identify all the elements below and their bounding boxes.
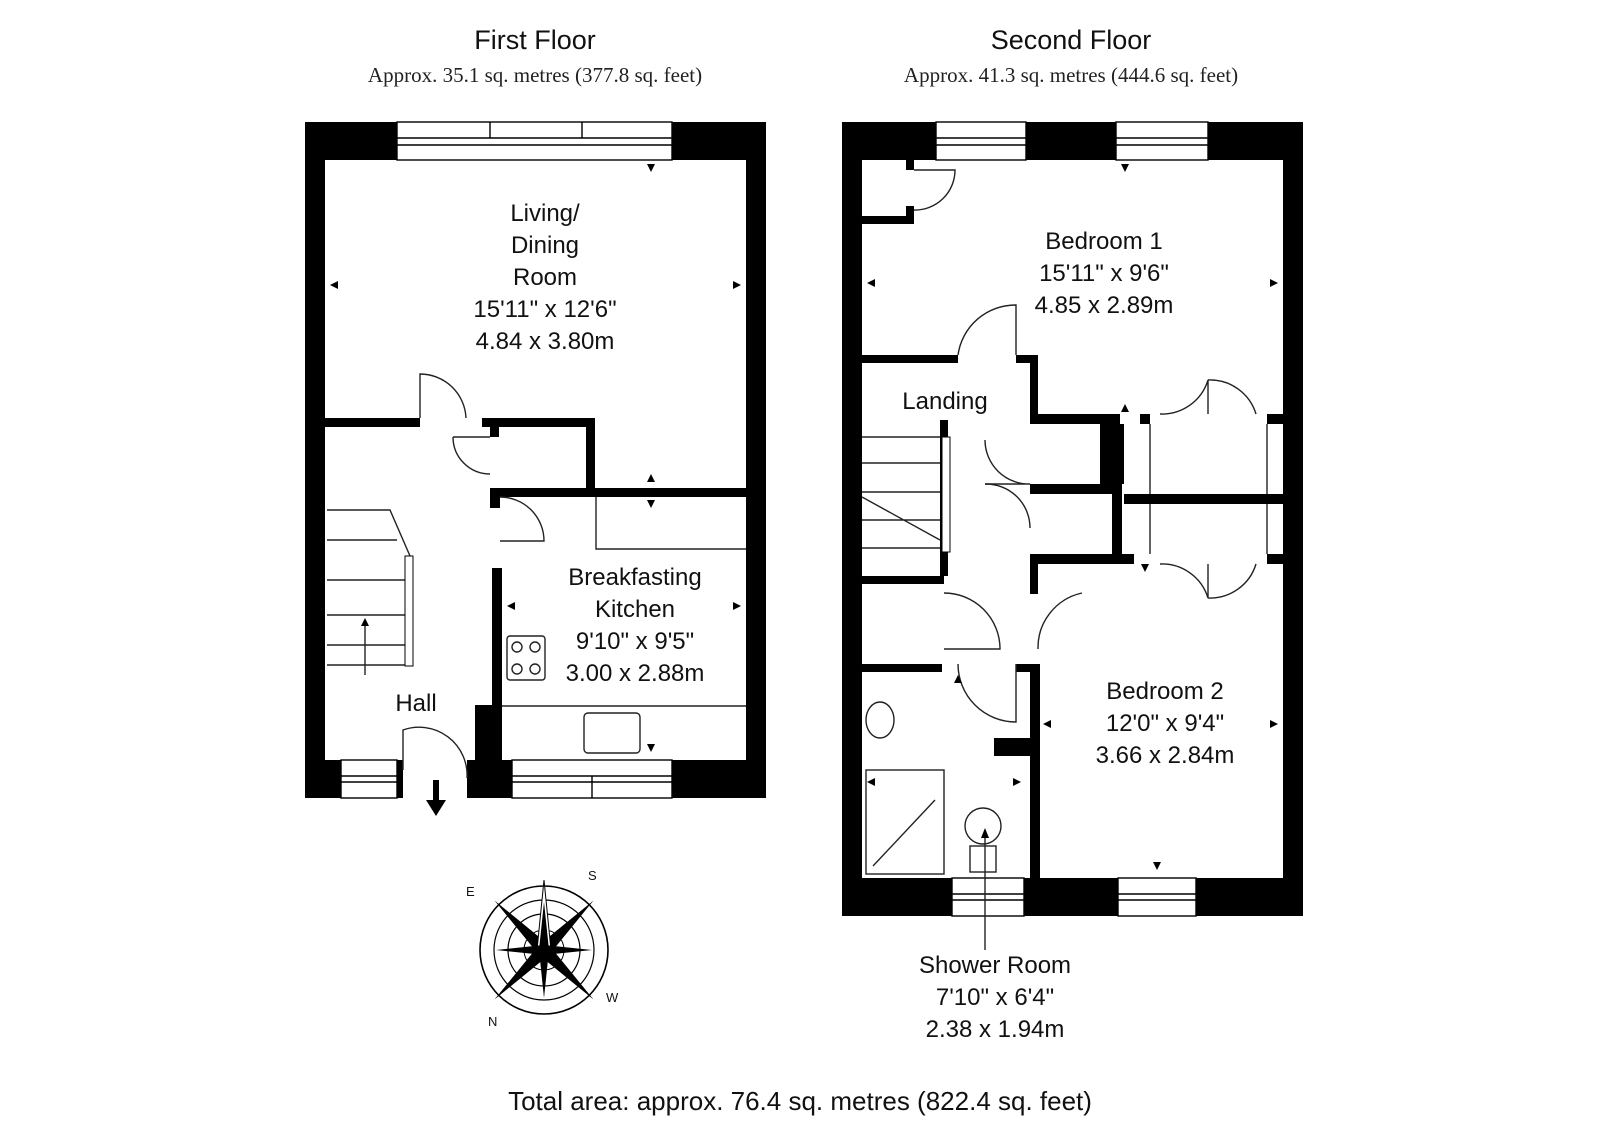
first-floor-doors <box>327 373 746 779</box>
room-label-landing: Landing <box>902 388 988 415</box>
compass-label-w: W <box>606 990 619 1005</box>
room-label-kitchen: Breakfasting Kitchen 9'10" x 9'5" 3.00 x… <box>565 564 705 687</box>
room-label-bedroom-1: Bedroom 1 15'11" x 9'6" 4.85 x 2.89m <box>1034 228 1174 319</box>
first-floor-plan <box>305 122 766 798</box>
second-floor-windows <box>935 121 1209 917</box>
compass-rose <box>479 879 609 1015</box>
first-floor-dimension-markers <box>330 164 741 816</box>
second-floor-dimension-markers <box>867 164 1278 870</box>
second-floor-area: Approx. 41.3 sq. metres (444.6 sq. feet) <box>903 63 1239 87</box>
second-floor-doors <box>861 169 1268 950</box>
compass-label-n: N <box>488 1014 498 1029</box>
room-label-hall: Hall <box>395 690 437 717</box>
compass-label-s: S <box>588 868 597 883</box>
second-floor-plan <box>842 122 1303 916</box>
first-floor-windows <box>340 121 673 799</box>
first-floor-area: Approx. 35.1 sq. metres (377.8 sq. feet) <box>367 63 703 87</box>
compass-label-e: E <box>466 884 475 899</box>
room-label-bedroom-2: Bedroom 2 12'0" x 9'4" 3.66 x 2.84m <box>1095 678 1235 769</box>
first-floor-title: First Floor <box>474 25 596 55</box>
room-label-living: Living/ Dining Room 15'11" x 12'6" 4.84 … <box>473 200 617 355</box>
room-label-shower-room: Shower Room 7'10" x 6'4" 2.38 x 1.94m <box>918 952 1072 1043</box>
total-area: Total area: approx. 76.4 sq. metres (822… <box>508 1086 1092 1116</box>
second-floor-title: Second Floor <box>990 25 1152 55</box>
